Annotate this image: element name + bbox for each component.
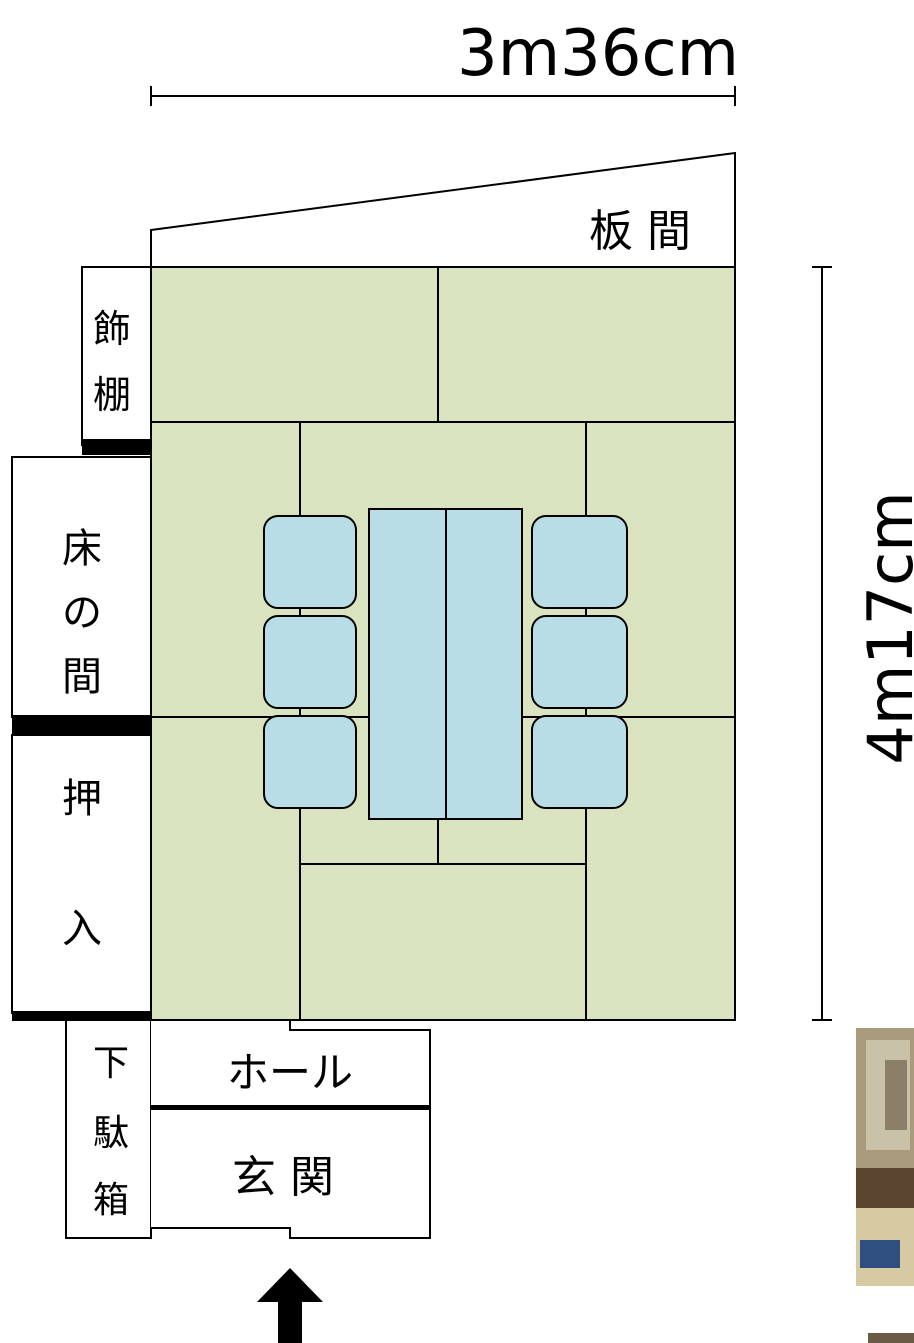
table (368, 508, 523, 820)
oshiire-char-1: 押 (62, 776, 102, 822)
cushions (263, 515, 628, 809)
room-photo-thumbnail-2 (868, 1333, 914, 1343)
itama-label: 板 間 (589, 206, 691, 257)
cushion (531, 715, 628, 809)
oshiire: 押 入 (11, 734, 152, 1021)
getabako-char-3: 箱 (93, 1180, 129, 1221)
depth-label: 4m17cm (854, 491, 914, 764)
getabako: 下 駄 箱 (65, 1019, 152, 1239)
cushion (263, 715, 357, 809)
tokonoma-char-1: 床 (62, 526, 102, 572)
hall-label: ホール (227, 1048, 353, 1097)
genkan-label: 玄 関 (232, 1152, 334, 1203)
cushion (263, 615, 357, 709)
getabako-char-1: 下 (93, 1043, 129, 1084)
cushion (263, 515, 357, 609)
cushion (531, 515, 628, 609)
entry-area: ホール 玄 関 (151, 1019, 431, 1239)
kazaridana-char-2: 棚 (93, 373, 131, 417)
width-dimension: 3m36cm (150, 17, 739, 106)
depth-dimension: 4m17cm (812, 266, 914, 1021)
cushion (531, 615, 628, 709)
itama-area: 板 間 (150, 151, 736, 268)
kazaridana: 飾 棚 (81, 266, 152, 455)
width-label: 3m36cm (457, 17, 739, 91)
arrow-up-icon (257, 1268, 323, 1343)
oshiire-char-2: 入 (62, 906, 102, 952)
tokonoma-char-2: の (62, 590, 102, 636)
tokonoma-char-3: 間 (62, 654, 102, 700)
getabako-char-2: 駄 (93, 1113, 129, 1154)
room-photo-thumbnail (856, 1028, 914, 1286)
kazaridana-char-1: 飾 (93, 307, 131, 351)
tokonoma: 床 の 間 (11, 456, 152, 735)
